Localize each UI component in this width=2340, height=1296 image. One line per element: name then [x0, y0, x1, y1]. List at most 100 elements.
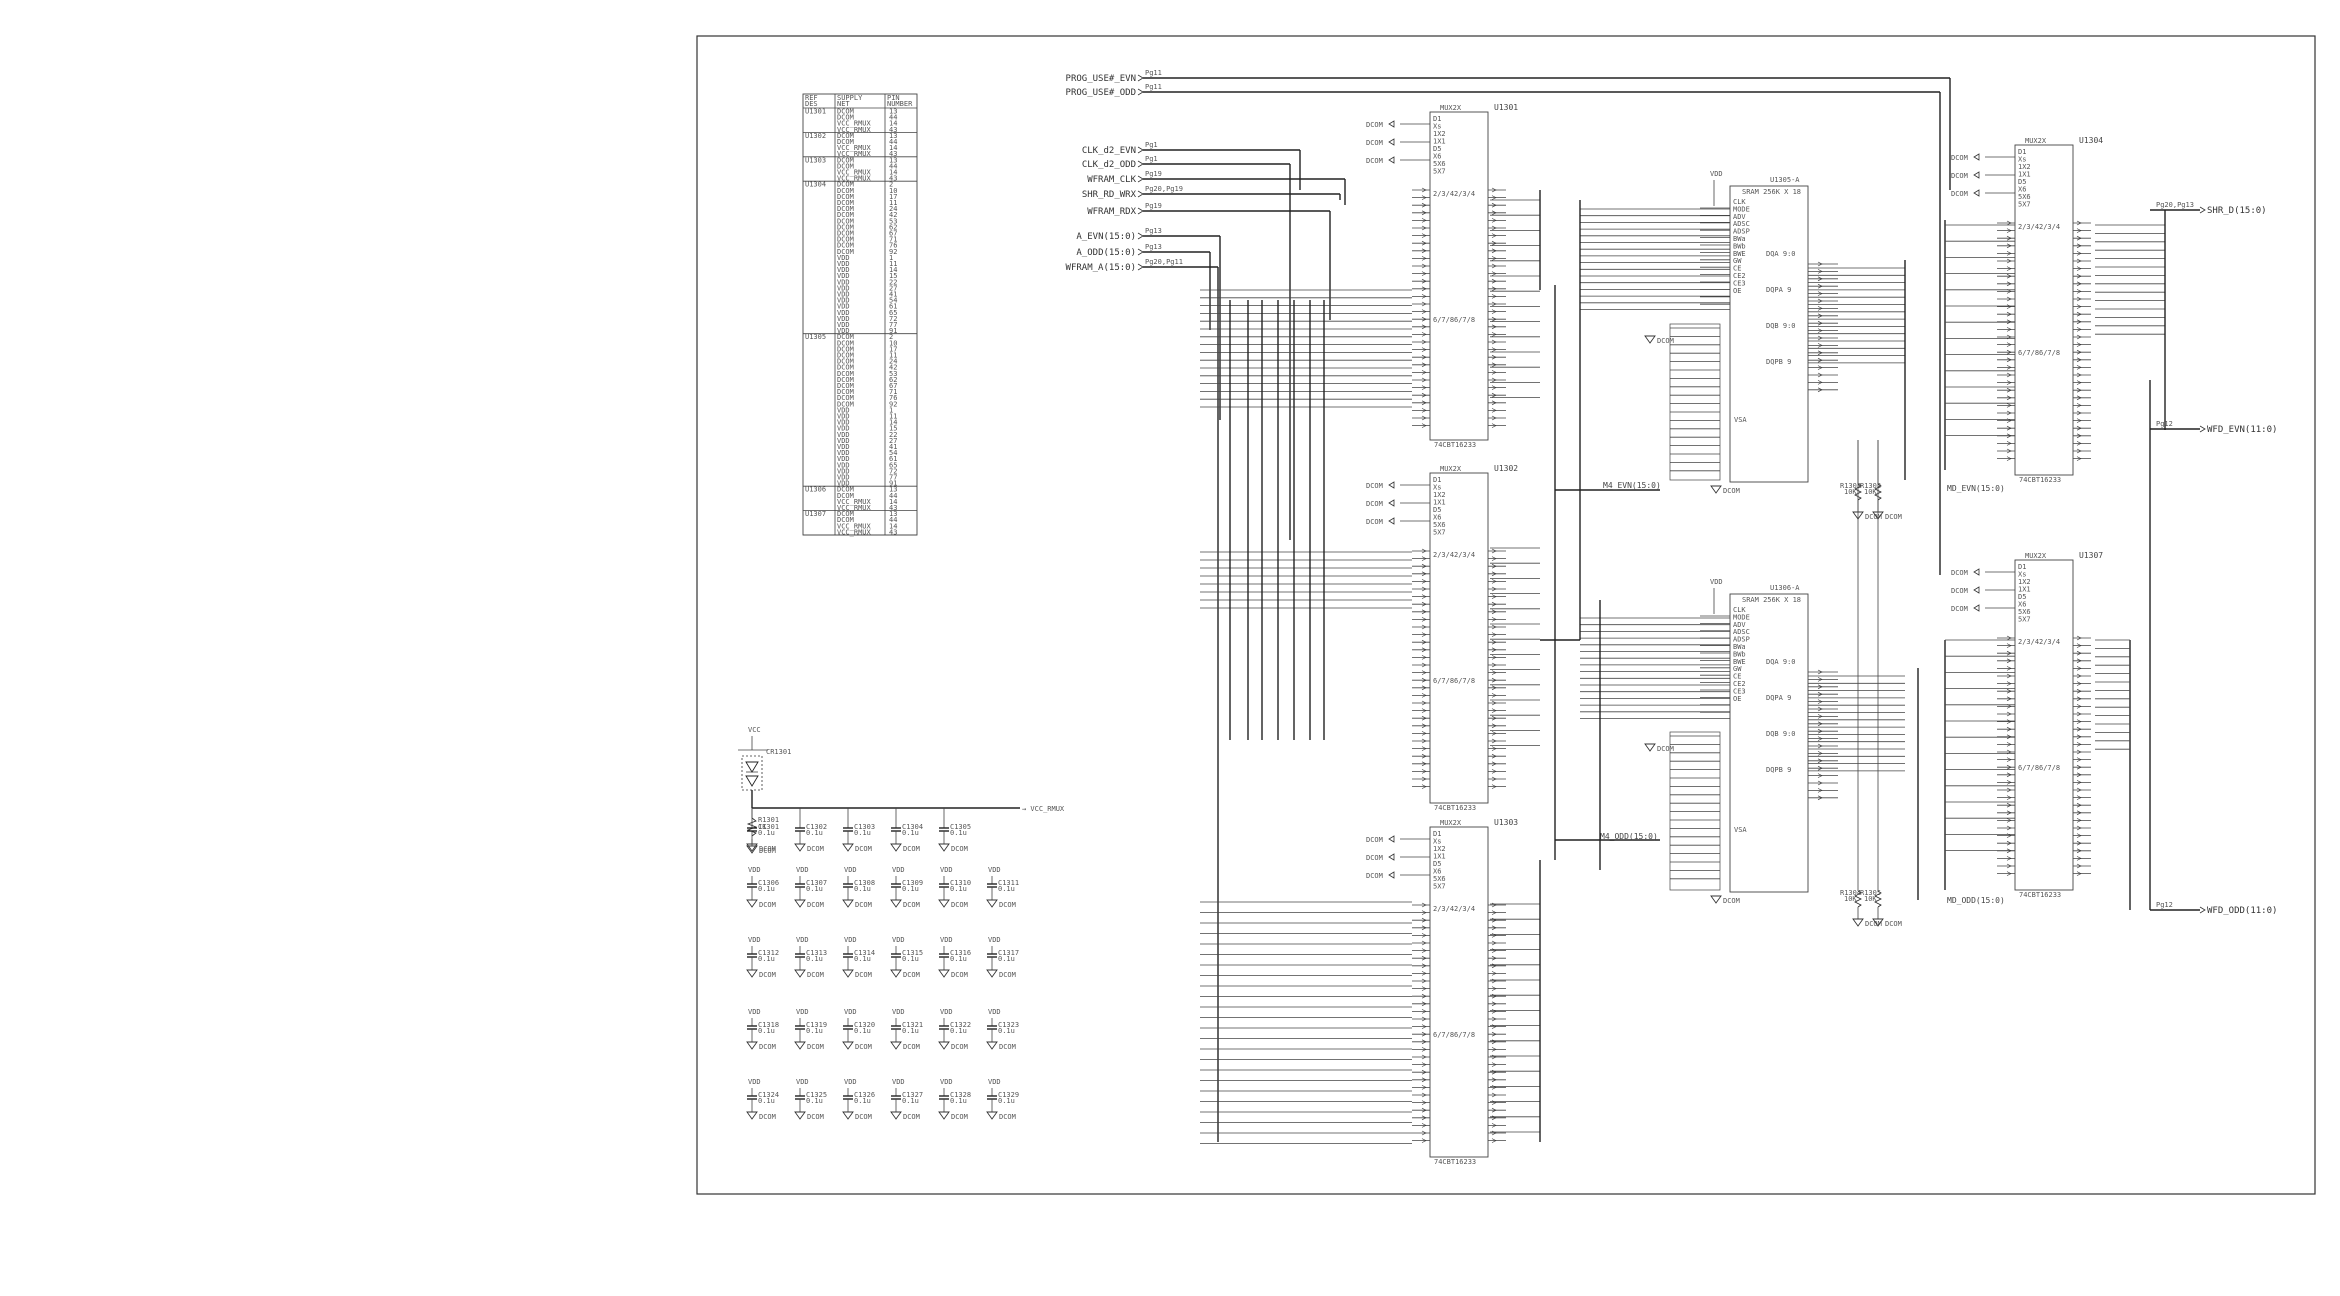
cap-value: 0.1u	[758, 829, 775, 837]
ground-symbol: DCOM	[746, 843, 776, 853]
table-net: DCOM	[837, 211, 854, 219]
pin-arrow-icon	[1421, 601, 1427, 607]
pin-arrow-icon	[2076, 296, 2082, 302]
pin-arrow-icon	[1421, 1069, 1427, 1075]
ground-symbol: DCOM	[890, 1041, 920, 1051]
mux-group: 2/3/4	[2018, 638, 2039, 646]
cap-ref: C1328	[950, 1091, 971, 1099]
pin-arrow-icon	[2006, 704, 2012, 709]
table-pin: 42	[889, 364, 897, 372]
mux-title: MUX2X	[1440, 104, 1462, 112]
cap-supply: VDD	[940, 866, 953, 874]
pin-arrow-icon	[1421, 586, 1427, 592]
pin-arrow-icon	[2006, 456, 2012, 461]
pin-arrow-icon	[1421, 556, 1427, 561]
dcom-label: DCOM	[1951, 587, 1968, 595]
pin-arrow-icon	[1421, 948, 1427, 953]
pin-arrow-icon	[2076, 441, 2082, 446]
ground-symbol: DCOM	[986, 1111, 1016, 1121]
pin-arrow-icon	[1491, 993, 1497, 999]
pin-arrow-icon	[1491, 753, 1497, 759]
ground-icon	[794, 899, 806, 908]
ground-symbol: DCOM	[746, 1041, 776, 1051]
ground-icon	[986, 1111, 998, 1120]
pin-arrow-icon	[1421, 639, 1427, 645]
pin-arrow-icon	[2006, 666, 2012, 671]
pin-arrow-icon	[1421, 1054, 1427, 1060]
pin-arrow-icon	[1421, 670, 1427, 675]
mux-pin-label: D1	[1433, 115, 1441, 123]
pin-arrow-icon	[2076, 334, 2082, 340]
mux-pin-label: 5X7	[1433, 883, 1446, 891]
table-ref: U1304	[805, 181, 826, 189]
pin-arrow-icon	[2006, 734, 2012, 740]
pin-arrow-icon	[1491, 1092, 1497, 1098]
ground-label: DCOM	[951, 1043, 968, 1051]
cap-supply: VDD	[796, 1008, 809, 1016]
sram-title: SRAM 256K X 18	[1742, 596, 1801, 604]
cap-supply: VDD	[892, 1008, 905, 1016]
sram-pin-label: ADSC	[1733, 628, 1750, 636]
pin-arrow-icon	[2076, 635, 2082, 641]
table-pin: 43	[889, 175, 897, 183]
table-header: NET	[837, 100, 850, 108]
table-net: DCOM	[837, 187, 854, 195]
pin-arrow-icon	[2076, 825, 2082, 831]
pin-arrow-icon	[1421, 715, 1427, 721]
pin-arrow-icon	[1421, 278, 1427, 284]
pin-arrow-icon	[1421, 662, 1427, 668]
signal-ports: PROG_USE#_EVNPg11PROG_USE#_ODDPg11CLK_d2…	[1066, 69, 1183, 273]
port-ref: Pg19	[1145, 170, 1162, 178]
table-net: VDD	[837, 461, 850, 469]
pin-arrow-icon	[1491, 647, 1497, 653]
port-arrow-icon	[1137, 88, 1144, 96]
ground-icon	[1852, 918, 1864, 927]
pin-arrow-icon	[1491, 210, 1497, 216]
pin-arrow-icon	[1491, 286, 1497, 292]
table-net: VCC_RMUX	[837, 522, 872, 530]
mux-body	[1429, 472, 1489, 804]
pin-arrow-icon	[1491, 347, 1497, 352]
cap-value: 0.1u	[806, 885, 823, 893]
port-arrow-icon	[1137, 190, 1144, 198]
mux-group: 6/7/8	[2018, 349, 2039, 357]
sram-pin-label: OE	[1733, 287, 1741, 295]
pin-arrow-icon	[2006, 810, 2012, 816]
table-net: VDD	[837, 413, 850, 421]
pin-arrow-icon	[1421, 700, 1427, 706]
table-pin: 43	[889, 528, 897, 536]
resistor-value: 10K	[1864, 488, 1877, 496]
ground-icon	[794, 1111, 806, 1120]
pin-arrow-icon	[2006, 349, 2012, 355]
port-label: WFRAM_CLK	[1087, 175, 1136, 185]
table-pin: 44	[889, 138, 897, 146]
pin-arrow-icon	[2076, 840, 2082, 846]
ground-label: DCOM	[951, 901, 968, 909]
pin-arrow-icon	[1491, 294, 1497, 299]
pin-arrow-icon	[1421, 693, 1427, 698]
pin-arrow-icon	[1421, 571, 1427, 577]
pin-arrow-icon	[2006, 688, 2012, 694]
dcom-label: DCOM	[1366, 157, 1383, 165]
pin-arrow-icon	[2076, 258, 2082, 264]
pin-arrow-icon	[1421, 377, 1427, 383]
pin-arrow-icon	[2076, 228, 2082, 233]
pin-arrow-icon	[2076, 666, 2082, 671]
pin-arrow-icon	[1421, 548, 1427, 554]
pin-arrow-icon	[1817, 684, 1823, 690]
table-pin: 14	[889, 144, 897, 152]
port-arrow-icon	[1137, 232, 1144, 240]
table-net: DCOM	[837, 358, 854, 366]
sram-data-label: DQPA 9	[1766, 286, 1791, 294]
pin-arrow-icon	[1817, 372, 1823, 378]
table-pin: 1	[889, 406, 893, 414]
cap-value: 0.1u	[950, 1027, 967, 1035]
pin-arrow-icon	[2006, 772, 2012, 778]
sram-pin-label: BWb	[1733, 242, 1746, 250]
mux-part: 74CBT16233	[1434, 804, 1476, 812]
pin-arrow-icon	[1421, 963, 1427, 969]
table-net: VDD	[837, 431, 850, 439]
